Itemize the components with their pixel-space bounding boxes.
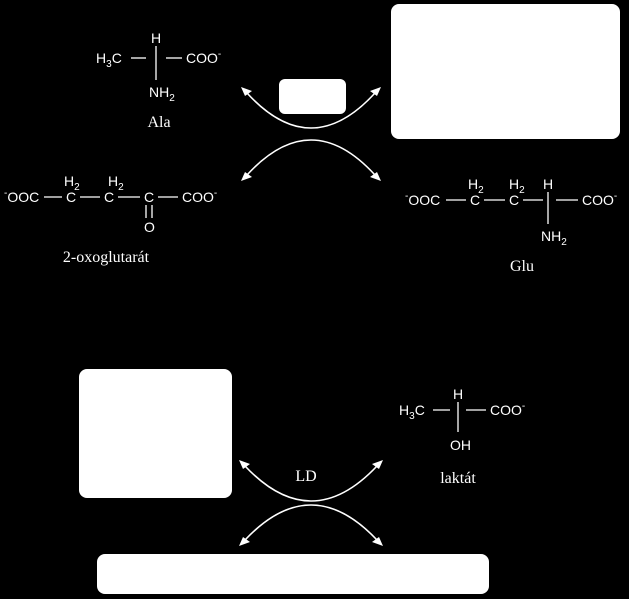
lactate-structure: H3C H COO- OH <box>399 386 525 453</box>
alanine-methyl-c: C <box>112 50 122 66</box>
glutamate-left-group: OOC <box>408 192 440 208</box>
lactate-label: laktát <box>440 470 476 487</box>
glutamate-amino: NH <box>541 228 561 244</box>
alanine-structure: H3C H COO- NH2 <box>96 30 221 104</box>
oxoglutarate-left-group: OOC <box>7 189 39 205</box>
glutamate-structure: -OOC C H2 C H2 H COO- NH2 <box>405 176 617 248</box>
alanine-charge: - <box>218 49 221 60</box>
enzyme-ld-label: LD <box>295 468 316 485</box>
svg-text:COO-: COO- <box>490 401 525 418</box>
svg-text:H2: H2 <box>108 173 124 193</box>
glutamate-label: Glu <box>510 258 534 275</box>
glutamate-h2a-sub: 2 <box>478 185 484 196</box>
oxoglutarate-c1: C <box>66 189 76 205</box>
svg-text:H2: H2 <box>509 176 525 196</box>
cofactor-box-blank <box>97 554 489 594</box>
lactate-methyl-h: H <box>399 402 409 418</box>
alanine-amino: NH <box>149 84 169 100</box>
alanine-label: Ala <box>147 114 170 131</box>
oxoglutarate-right-charge: - <box>214 188 217 199</box>
alanine-methyl-h: H <box>96 50 106 66</box>
svg-text:NH2: NH2 <box>541 228 567 248</box>
glutamate-c1: C <box>470 192 480 208</box>
oxoglutarate-left-charge: - <box>4 188 7 199</box>
svg-text:-OOC: -OOC <box>4 188 39 205</box>
svg-text:-OOC: -OOC <box>405 191 440 208</box>
oxoglutarate-h2b-sub: 2 <box>118 182 124 193</box>
glutamate-right-group: COO <box>582 192 614 208</box>
glutamate-left-charge: - <box>405 191 408 202</box>
lactate-methyl-sub: 3 <box>409 411 415 422</box>
alanine-amino-sub: 2 <box>169 93 175 104</box>
lactate-hydroxyl: OH <box>450 437 471 453</box>
oxoglutarate-structure: -OOC C H2 C H2 C O COO- <box>4 173 217 235</box>
oxoglutarate-oxo: O <box>144 219 155 235</box>
reaction2-arcs <box>239 460 383 546</box>
svg-text:COO-: COO- <box>186 49 221 66</box>
alanine-alpha-h: H <box>151 30 161 46</box>
alanine-methyl-sub: 3 <box>106 59 112 70</box>
lactate-charge: - <box>522 401 525 412</box>
reaction1-arcs <box>241 87 381 181</box>
glutamate-h2b-sub: 2 <box>519 185 525 196</box>
glutamate-h2a: H <box>468 176 478 192</box>
product-box-blank <box>391 4 620 139</box>
oxoglutarate-h2a-sub: 2 <box>74 182 80 193</box>
oxoglutarate-h2a: H <box>64 173 74 189</box>
glutamate-alpha-h: H <box>543 176 553 192</box>
glutamate-amino-sub: 2 <box>561 237 567 248</box>
enzyme-box-blank <box>279 79 346 114</box>
glutamate-c2: C <box>509 192 519 208</box>
svg-text:H2: H2 <box>64 173 80 193</box>
oxoglutarate-h2b: H <box>108 173 118 189</box>
glutamate-right-charge: - <box>614 191 617 202</box>
alanine-carboxylate: COO <box>186 50 218 66</box>
lactate-methyl-c: C <box>415 402 425 418</box>
oxoglutarate-right-group: COO <box>182 189 214 205</box>
svg-text:COO-: COO- <box>182 188 217 205</box>
svg-text:COO-: COO- <box>582 191 617 208</box>
oxoglutarate-c3: C <box>144 189 154 205</box>
lactate-carboxylate: COO <box>490 402 522 418</box>
oxoglutarate-label: 2-oxoglutarát <box>63 249 150 266</box>
svg-text:H3C: H3C <box>96 50 122 70</box>
svg-text:H3C: H3C <box>399 402 425 422</box>
lactate-alpha-h: H <box>453 386 463 402</box>
svg-text:H2: H2 <box>468 176 484 196</box>
glutamate-h2b: H <box>509 176 519 192</box>
substrate-box-blank <box>79 369 232 498</box>
oxoglutarate-c2: C <box>104 189 114 205</box>
svg-text:NH2: NH2 <box>149 84 175 104</box>
